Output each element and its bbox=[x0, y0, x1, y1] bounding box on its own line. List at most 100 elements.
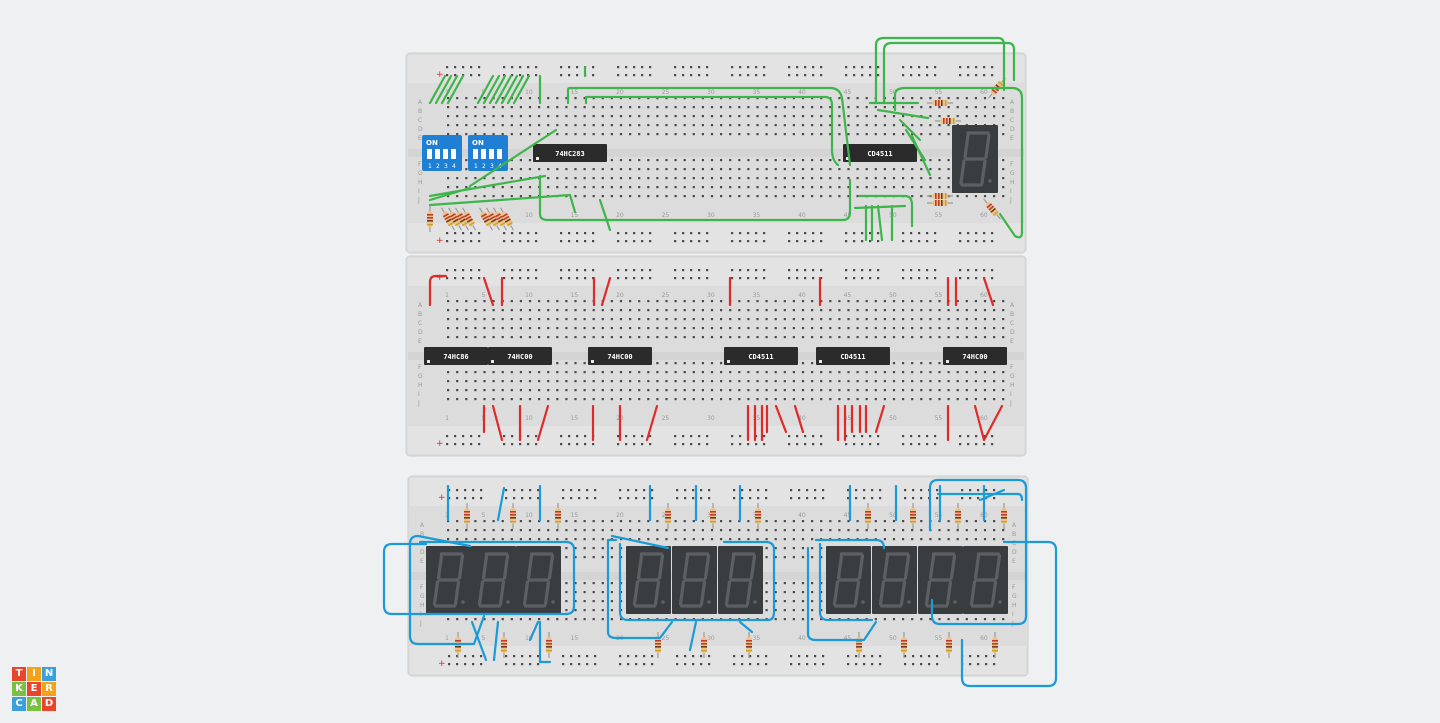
row-label: C bbox=[1012, 540, 1016, 547]
chip-74hc00-a[interactable]: 74HC00 bbox=[488, 347, 552, 365]
resistor[interactable] bbox=[755, 503, 761, 529]
wire-green[interactable] bbox=[584, 95, 840, 167]
seven-segment-display[interactable] bbox=[872, 546, 917, 614]
row-label: G bbox=[1012, 593, 1017, 600]
resistor[interactable] bbox=[946, 632, 952, 658]
wire-green[interactable] bbox=[893, 86, 1024, 239]
column-label: 10 bbox=[525, 512, 533, 519]
wire-blue[interactable] bbox=[936, 488, 1024, 502]
chip-cd4511-a[interactable]: CD4511 bbox=[724, 347, 798, 365]
resistor[interactable] bbox=[701, 632, 707, 658]
resistor[interactable] bbox=[927, 200, 953, 206]
dip-number: 2 bbox=[436, 163, 440, 170]
wire-blue[interactable] bbox=[382, 540, 576, 616]
resistor[interactable] bbox=[453, 206, 471, 232]
logo-letter: R bbox=[42, 682, 56, 696]
seven-segment-display[interactable] bbox=[826, 546, 871, 614]
seven-segment-display[interactable] bbox=[718, 546, 763, 614]
seven-segment-display[interactable] bbox=[672, 546, 717, 614]
resistor[interactable] bbox=[927, 100, 953, 106]
column-label: 40 bbox=[798, 415, 806, 422]
resistor[interactable] bbox=[901, 632, 907, 658]
resistor[interactable] bbox=[501, 632, 507, 658]
seven-segment-display[interactable] bbox=[471, 546, 516, 614]
resistor[interactable] bbox=[427, 206, 433, 232]
wire-green[interactable] bbox=[882, 41, 1016, 105]
wire-red[interactable] bbox=[946, 404, 1004, 442]
chip-cd4511-board1[interactable]: CD4511 bbox=[843, 144, 917, 162]
resistor[interactable] bbox=[665, 503, 671, 529]
column-label: 60 bbox=[980, 415, 988, 422]
resistor[interactable] bbox=[460, 206, 478, 232]
resistor[interactable] bbox=[927, 193, 953, 199]
wire-green[interactable] bbox=[598, 194, 914, 232]
wire-red[interactable] bbox=[482, 404, 659, 442]
resistor[interactable] bbox=[1001, 503, 1007, 529]
row-label: J bbox=[417, 400, 420, 407]
wire-red[interactable] bbox=[836, 404, 886, 442]
column-label: 20 bbox=[616, 512, 624, 519]
seven-segment-display[interactable] bbox=[426, 546, 471, 614]
wire-blue[interactable] bbox=[806, 538, 886, 642]
resistor[interactable] bbox=[710, 503, 716, 529]
resistor[interactable] bbox=[498, 206, 516, 232]
wire-blue[interactable] bbox=[470, 620, 552, 664]
wire-red[interactable] bbox=[746, 404, 805, 442]
seven-segment-display[interactable] bbox=[918, 546, 963, 614]
logo-letter: K bbox=[12, 682, 26, 696]
resistor[interactable] bbox=[510, 503, 516, 529]
seven-segment-display[interactable] bbox=[626, 546, 671, 614]
wire-blue[interactable] bbox=[446, 484, 986, 522]
resistor[interactable] bbox=[992, 632, 998, 658]
wire-green[interactable] bbox=[538, 65, 852, 167]
breadboard-holes[interactable] bbox=[446, 269, 1005, 446]
seven-segment-display[interactable] bbox=[516, 546, 561, 614]
column-label: 20 bbox=[616, 292, 624, 299]
resistor[interactable] bbox=[981, 197, 1002, 221]
row-label: C bbox=[1010, 117, 1014, 124]
column-label: 50 bbox=[889, 292, 897, 299]
row-label: C bbox=[1010, 320, 1014, 327]
seven-segment-display-board1[interactable] bbox=[952, 125, 998, 193]
resistor[interactable] bbox=[546, 632, 552, 658]
chip-74hc283[interactable]: 74HC283 bbox=[533, 144, 607, 162]
wire-green[interactable] bbox=[428, 128, 558, 202]
seven-segment-display[interactable] bbox=[963, 546, 1008, 614]
resistor[interactable] bbox=[477, 206, 495, 232]
resistor[interactable] bbox=[439, 206, 457, 232]
resistor[interactable] bbox=[555, 503, 561, 529]
wire-green[interactable] bbox=[428, 74, 531, 105]
wire-blue[interactable] bbox=[928, 478, 1028, 626]
resistor[interactable] bbox=[910, 503, 916, 529]
chip-74hc00-c[interactable]: 74HC00 bbox=[943, 347, 1007, 365]
resistor[interactable] bbox=[746, 632, 752, 658]
wire-green[interactable] bbox=[428, 178, 852, 222]
column-label: 45 bbox=[844, 212, 852, 219]
row-label: B bbox=[1010, 311, 1014, 318]
wire-blue[interactable] bbox=[606, 538, 754, 652]
wire-green[interactable] bbox=[864, 204, 894, 242]
resistor[interactable] bbox=[446, 206, 464, 232]
row-label: E bbox=[420, 558, 424, 565]
wire-red[interactable] bbox=[428, 274, 448, 307]
resistor[interactable] bbox=[491, 206, 509, 232]
chip-74hc86[interactable]: 74HC86 bbox=[424, 347, 488, 365]
resistor[interactable] bbox=[865, 503, 871, 529]
resistor[interactable] bbox=[955, 503, 961, 529]
resistor[interactable] bbox=[655, 632, 661, 658]
resistor[interactable] bbox=[484, 206, 502, 232]
resistor[interactable] bbox=[464, 503, 470, 529]
breadboard-holes[interactable] bbox=[446, 66, 1005, 243]
wire-blue[interactable] bbox=[960, 540, 1058, 688]
chip-74hc00-b[interactable]: 74HC00 bbox=[588, 347, 652, 365]
wire-blue[interactable] bbox=[610, 534, 776, 622]
resistor[interactable] bbox=[935, 118, 961, 124]
wire-blue[interactable] bbox=[408, 534, 486, 646]
dip-switch-1[interactable]: ON 1 2 3 4 bbox=[422, 135, 462, 171]
wire-red[interactable] bbox=[482, 276, 995, 307]
chip-cd4511-b[interactable]: CD4511 bbox=[816, 347, 890, 365]
column-label: 15 bbox=[571, 212, 579, 219]
